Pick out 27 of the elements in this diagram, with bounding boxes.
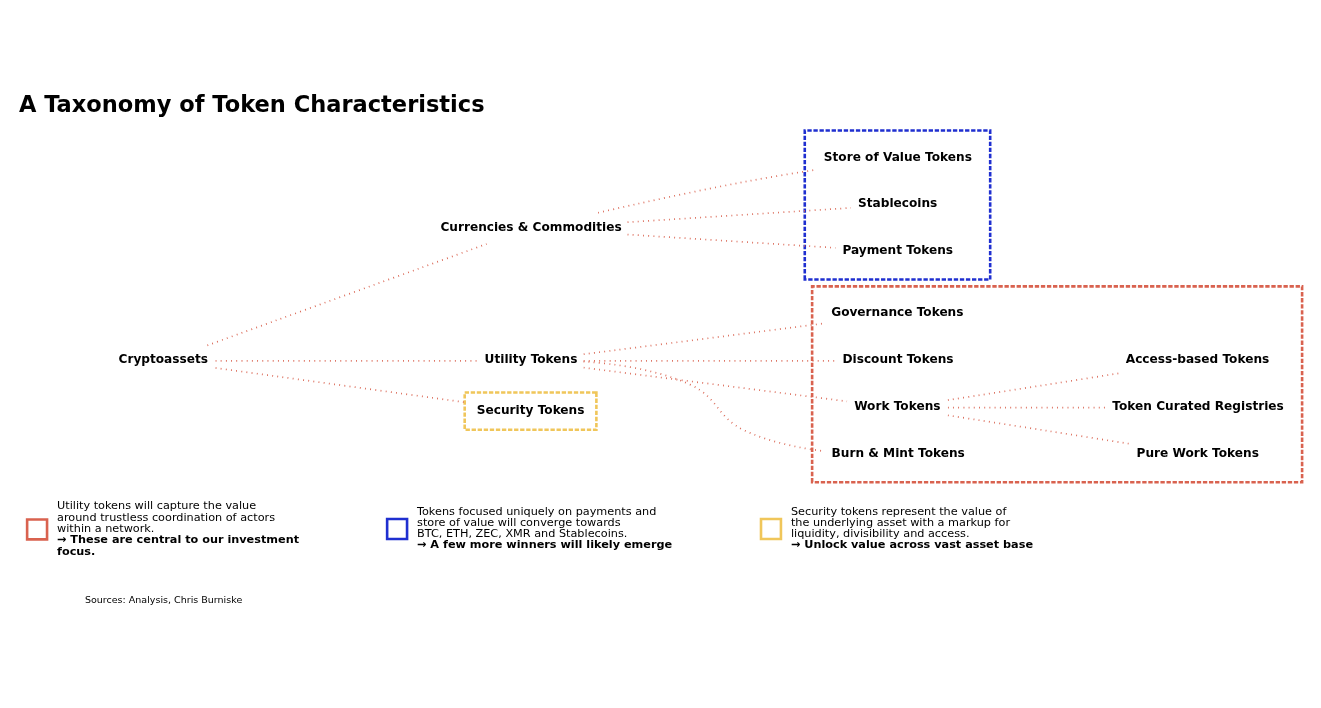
node-text: Work Tokens [854,399,941,414]
node-text: Access-based Tokens [1125,352,1270,367]
node-text: Stablecoins [858,196,938,211]
connector [214,367,466,404]
node-text: Payment Tokens [842,243,954,258]
caption: Sources: Analysis, Chris Burniske [84,594,243,606]
legend-label: Utility tokens will capture the value around trustless coordination of actors within a network. → These are central to our investment focus. [57,499,300,558]
connector [947,372,1120,401]
node-text: Discount Tokens [842,352,954,367]
connector [947,414,1131,445]
legend-label: Tokens focused uniquely on payments and store of value will converge towards BTC, ETH, ZEC, XMR and Stablecoins. → A few more winners will likely emerge [417,504,673,552]
node-box: Security Tokens [463,391,598,432]
cluster [810,285,1304,484]
cluster [803,129,992,281]
node-text: Store of Value Tokens [823,149,972,164]
node-text: Cryptoassets [118,352,208,367]
diagram-title: A Taxonomy of Token Characteristics [18,91,485,118]
legend-label: Security tokens represent the value of the underlying asset with a markup for liquidity, divisibility and access. → Unlock value across vast asset base [790,504,1034,552]
node-text: Utility Tokens [484,352,578,367]
node-text: Governance Tokens [831,305,964,320]
node-text: Currencies & Commodities [440,219,622,234]
connector [582,360,837,362]
node-text: Pure Work Tokens [1136,445,1259,460]
node-text: Burn & Mint Tokens [831,445,965,460]
connector [947,406,1106,409]
connector [206,243,488,347]
node-text: Token Curated Registries [1112,399,1284,414]
